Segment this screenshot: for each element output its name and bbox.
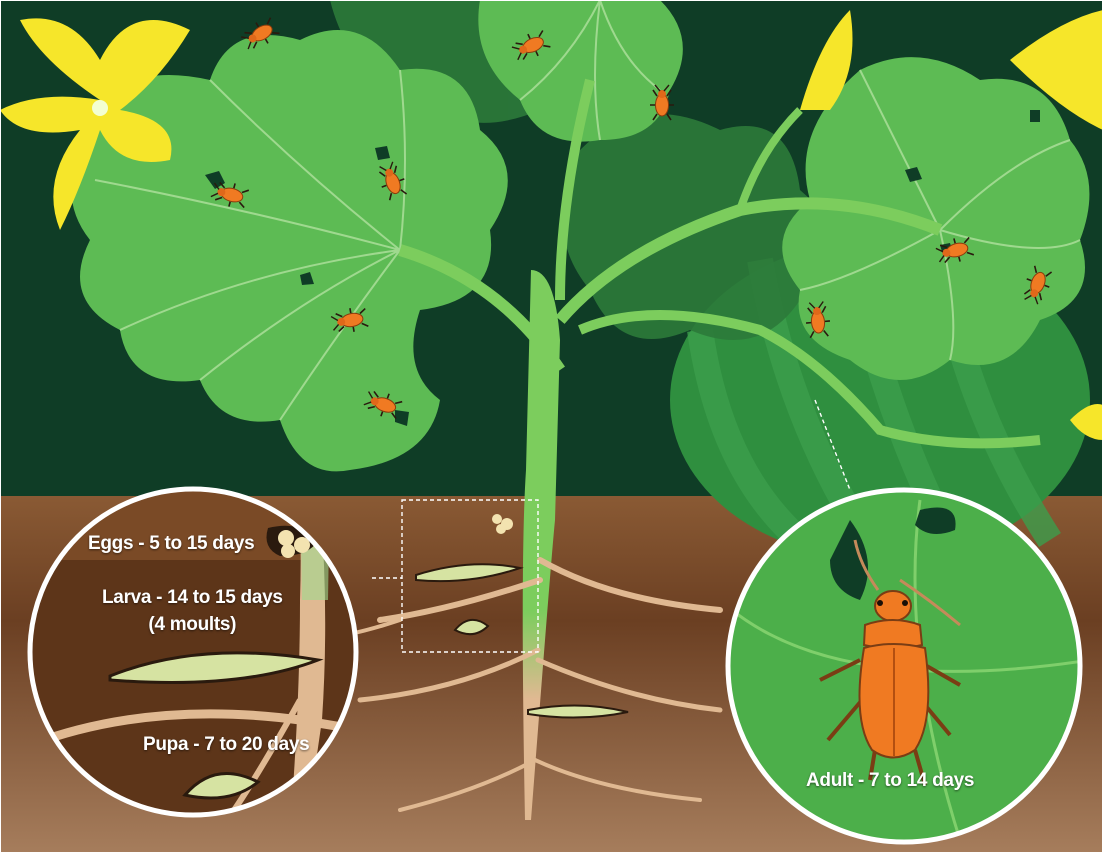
larva-moults-note: (4 moults) (102, 611, 283, 638)
larva-label-group: Larva - 14 to 15 days (4 moults) (102, 584, 283, 638)
adult-label: Adult - 7 to 14 days (806, 770, 974, 792)
pupa-label: Pupa - 7 to 20 days (143, 734, 309, 756)
larva-label: Larva - 14 to 15 days (102, 584, 283, 611)
eggs-label: Eggs - 5 to 15 days (88, 533, 254, 555)
